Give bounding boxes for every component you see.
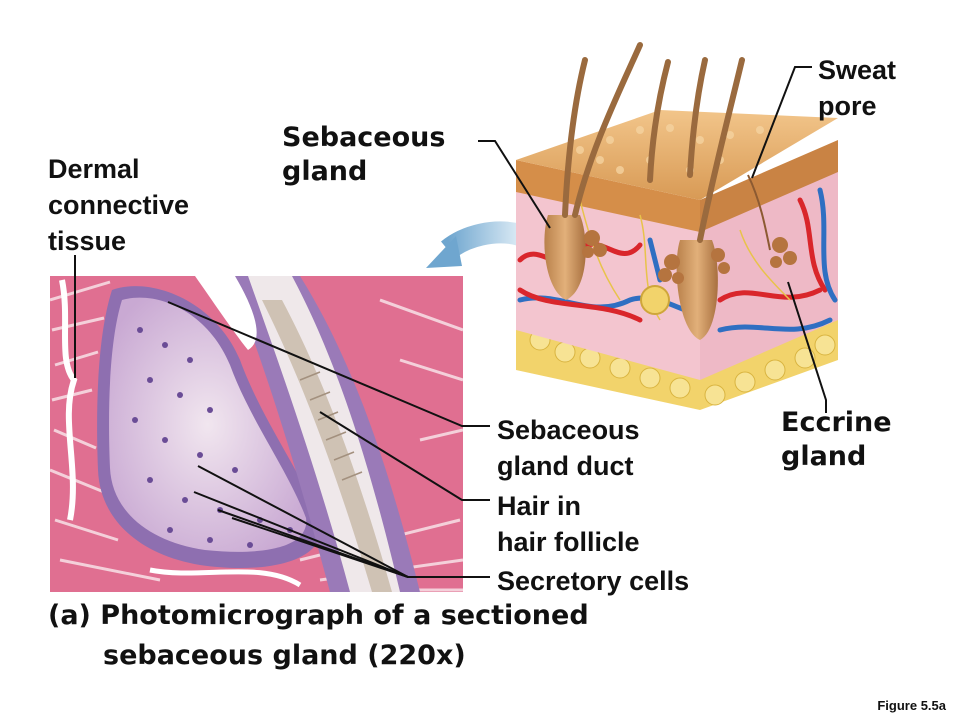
leader-gland-duct — [167, 301, 490, 427]
magnification-arrow — [426, 221, 523, 268]
leader-secretory-2 — [193, 491, 409, 578]
caption-line-1: (a) Photomicrograph of a sectioned — [48, 600, 589, 631]
leader-secretory-4 — [231, 517, 409, 578]
skin-section-illustration — [516, 42, 838, 410]
pacinian-corpuscle — [640, 285, 670, 315]
label-secretory-cells: Secretory cells — [497, 566, 690, 596]
caption-line-2: sebaceous gland (220x) — [103, 640, 466, 671]
leader-eccrine-gland — [787, 281, 827, 413]
leader-hair-follicle — [319, 411, 490, 501]
leader-lines — [74, 66, 827, 578]
figure-number: Figure 5.5a — [877, 698, 946, 713]
label-dermal-connective-tissue: Dermal connective tissue — [48, 154, 190, 256]
leader-sebaceous-gland — [478, 140, 551, 229]
leader-sweat-pore — [751, 66, 812, 179]
photomicrograph — [50, 276, 463, 592]
figure-caption: (a) Photomicrograph of a sectioned sebac… — [48, 596, 589, 676]
